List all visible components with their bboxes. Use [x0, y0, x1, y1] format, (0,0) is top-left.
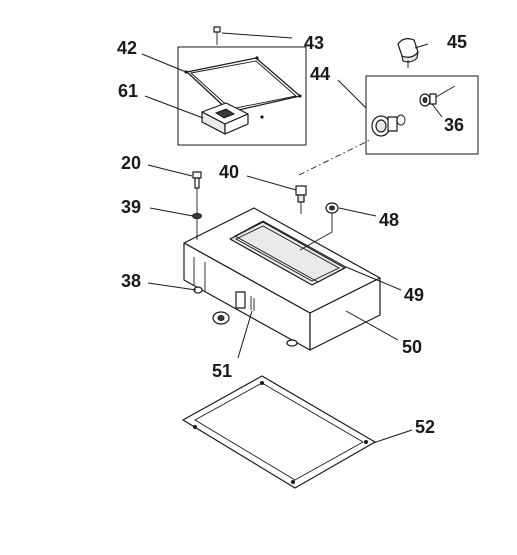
cover-plate-inset-box: [177, 46, 307, 146]
callout-40: 40: [219, 162, 239, 182]
callout-50: 50: [402, 337, 422, 357]
bottom-gasket-52: [182, 375, 376, 489]
housing-50: [183, 207, 381, 351]
callout-52: 52: [415, 417, 435, 437]
sensor-36: [419, 85, 456, 107]
grommet-48: [299, 202, 339, 251]
washer-39: [192, 213, 202, 219]
filler-cap-group: [298, 38, 479, 176]
cover-screw-hole-4: [260, 115, 264, 119]
leader-lines: [141, 32, 443, 444]
pin-51: [250, 296, 255, 311]
cap-45: [397, 38, 419, 68]
callout-44: 44: [310, 64, 330, 84]
cover-screw-hole-3: [298, 94, 302, 98]
callout-39: 39: [121, 197, 141, 217]
callout-20: 20: [121, 153, 141, 173]
callout-51: 51: [212, 361, 232, 381]
callout-45: 45: [447, 32, 467, 52]
callout-61: 61: [118, 81, 138, 101]
callout-48: 48: [379, 210, 399, 230]
filler-centerline: [298, 139, 371, 176]
screw-43: [213, 26, 221, 45]
callout-49: 49: [404, 285, 424, 305]
fitting-40: [295, 185, 307, 214]
filler-neck-assembly: [371, 114, 406, 137]
gasket-block-61: [201, 102, 249, 135]
callout-43: 43: [304, 33, 324, 53]
cover-screw-hole-2: [255, 56, 259, 60]
filler-detail-box: [365, 75, 479, 155]
cover-plate-inner-edge: [190, 60, 297, 110]
callout-42: 42: [117, 38, 137, 58]
bolt-20: [192, 171, 202, 240]
callout-38: 38: [121, 271, 141, 291]
cover-plate-group: [177, 26, 307, 146]
callout-labels: 43 42 61 45 44 36 20 40 39 48 38 49 50 5…: [117, 32, 467, 437]
callout-36: 36: [444, 115, 464, 135]
